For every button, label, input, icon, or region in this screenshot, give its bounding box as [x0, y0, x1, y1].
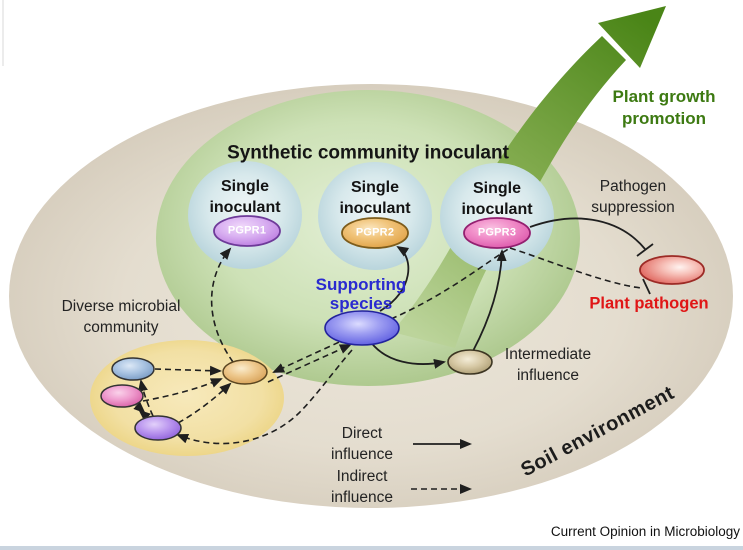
plant-growth-promotion-label: Plant growth promotion: [613, 86, 716, 130]
arrow-community-to-supporting: [267, 344, 352, 383]
synthetic-community-title: Synthetic community inoculant: [227, 142, 509, 164]
diverse-community-line1: Diverse microbial: [61, 298, 181, 315]
pgpr3-ellipse: [463, 217, 531, 249]
pgpr1-ellipse: [213, 215, 281, 247]
arrow-community-to-pgpr1: [210, 247, 234, 363]
pgpr1-label: PGPR1: [227, 224, 267, 237]
supporting-species-line1: Supporting: [315, 275, 407, 294]
page-edge-artifact: [2, 0, 4, 66]
legend-direct-line1: Direct: [341, 425, 383, 442]
indirect-inhibition-bar: [642, 278, 651, 295]
single-inoculant-1-line1: Single: [220, 178, 270, 195]
growth-arrow-head: [598, 6, 666, 68]
diverse-community-label: Diverse microbial community: [62, 296, 181, 338]
blue-microbe-ellipse: [111, 357, 155, 381]
plant-growth-line2: promotion: [621, 109, 707, 128]
intermediate-influence-label: Intermediate influence: [505, 344, 591, 386]
legend-indirect-line1: Indirect: [336, 468, 388, 485]
single-inoculant-label-2: Single inoculant: [339, 177, 410, 219]
supporting-species-line2: species: [329, 294, 393, 313]
indirect-influence-arrows: [131, 247, 642, 494]
single-inoculant-1-line2: inoculant: [209, 199, 281, 216]
direct-inhibition-bar: [636, 243, 654, 257]
pathogen-suppression-line1: Pathogen: [599, 178, 667, 195]
plant-pathogen-ellipse: [639, 255, 705, 285]
plant-pathogen-label: Plant pathogen: [589, 294, 709, 313]
plant-growth-line1: Plant growth: [612, 87, 716, 106]
arrow-pink-to-tan-microbe: [142, 378, 223, 402]
pathogen-suppression-line2: suppression: [591, 199, 675, 216]
legend-direct-label: Direct influence: [331, 423, 393, 465]
single-inoculant-2-line1: Single: [350, 179, 400, 196]
direct-influence-arrows: [367, 217, 646, 449]
supporting-species-label: Supporting species: [316, 275, 407, 313]
arrow-supporting-to-purple-microbe: [176, 349, 353, 445]
single-inoculant-circle-2: [318, 162, 432, 270]
legend-indirect-label: Indirect influence: [331, 466, 393, 508]
intermediate-line2: influence: [516, 367, 580, 384]
intermediate-line1: Intermediate: [504, 346, 592, 363]
arrow-pgpr3-to-pathogen: [529, 217, 646, 250]
arrow-purple-to-tan-microbe: [177, 382, 232, 424]
arrow-blue-to-tan-microbe: [154, 365, 222, 376]
pathogen-suppression-label: Pathogen suppression: [591, 176, 675, 218]
pink-microbe-ellipse: [100, 384, 144, 408]
arrow-intermediate-to-pgpr3: [472, 249, 507, 352]
pgpr2-ellipse: [341, 217, 409, 249]
journal-credit: Current Opinion in Microbiology: [550, 524, 740, 539]
purple-microbe-ellipse: [134, 415, 182, 441]
single-inoculant-label-1: Single inoculant: [209, 176, 280, 218]
single-inoculant-2-line2: inoculant: [339, 200, 411, 217]
legend-indirect-line2: influence: [330, 489, 394, 506]
arrow-supporting-to-community: [272, 337, 349, 373]
bottom-strip: [0, 546, 743, 550]
arrow-supporting-to-pathogen-b: [509, 247, 642, 289]
tan-microbe-ellipse: [222, 359, 268, 385]
single-inoculant-3-line2: inoculant: [461, 201, 533, 218]
arrow-supporting-to-intermediate: [367, 337, 446, 369]
arrow-purple-to-blue-microbe: [138, 379, 154, 417]
diverse-community-line2: community: [83, 319, 159, 336]
intermediate-ellipse: [447, 349, 493, 375]
arrow-supporting-to-pgpr2: [379, 245, 410, 312]
single-inoculant-circle-1: [188, 161, 302, 269]
single-inoculant-3-line1: Single: [472, 180, 522, 197]
legend-direct-line2: influence: [330, 446, 394, 463]
pgpr2-label: PGPR2: [355, 226, 395, 239]
single-inoculant-label-3: Single inoculant: [461, 178, 532, 220]
supporting-species-ellipse: [324, 310, 400, 346]
pgpr3-label: PGPR3: [477, 226, 517, 239]
arrow-supporting-to-pathogen-a: [390, 247, 511, 320]
single-inoculant-circle-3: [440, 163, 554, 271]
